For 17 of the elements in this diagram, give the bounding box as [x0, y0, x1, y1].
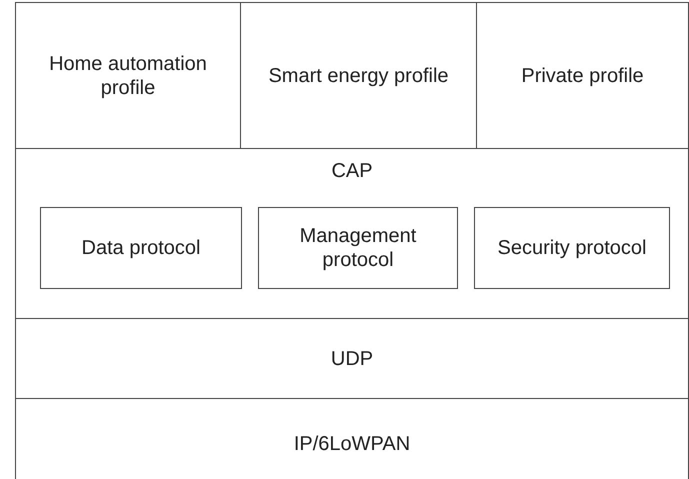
layer-box [15, 398, 689, 479]
layer-label: Home automation profile [48, 52, 208, 100]
layer-label: UDP [330, 346, 374, 370]
layer-box [15, 148, 689, 319]
layer-box [476, 2, 689, 149]
protocol-box [40, 207, 242, 289]
layer-label: Security protocol [496, 236, 648, 260]
layer-label: Data protocol [80, 236, 202, 260]
protocol-box [474, 207, 670, 289]
layer-label: Management protocol [298, 224, 418, 272]
layer-label: IP/6LoWPAN [292, 432, 412, 456]
layer-label: Smart energy profile [267, 64, 450, 88]
layer-box [15, 2, 241, 149]
layer-label: Private profile [520, 64, 645, 88]
protocol-box [258, 207, 458, 289]
layer-label: CAP [330, 159, 374, 183]
layer-box [15, 318, 689, 399]
